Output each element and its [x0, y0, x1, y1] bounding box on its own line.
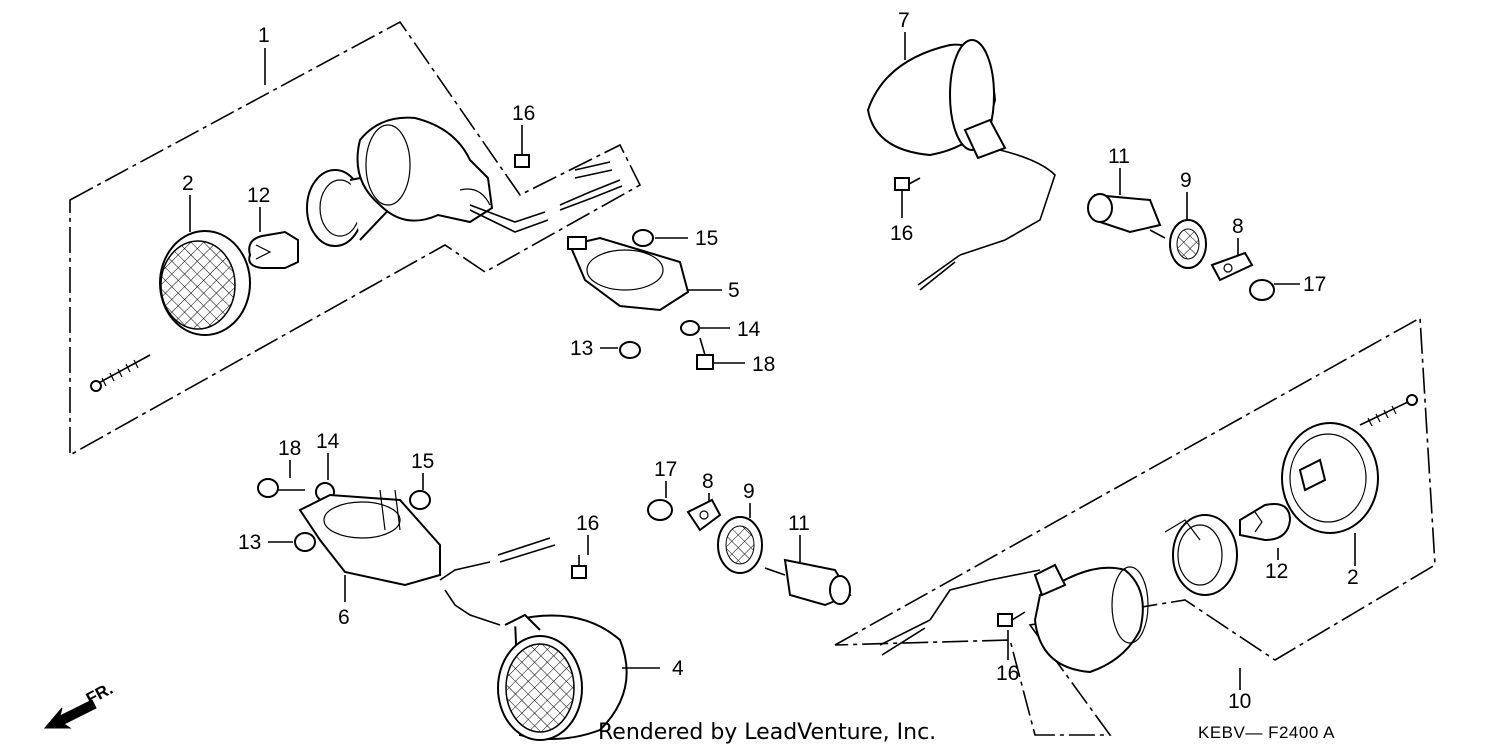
wire-leads-left: [559, 161, 623, 211]
clamp-6[interactable]: [298, 489, 441, 587]
screw-left[interactable]: [90, 354, 151, 392]
housing-left[interactable]: [356, 116, 549, 233]
screw-right[interactable]: [1359, 394, 1418, 427]
credit-text: Rendered by LeadVenture, Inc.: [598, 720, 936, 745]
washer-14-top[interactable]: [680, 320, 700, 336]
bulb-12-left[interactable]: [248, 230, 299, 269]
callout-6: 6: [338, 606, 350, 629]
callout-13: 13: [570, 337, 593, 360]
screw-16-right[interactable]: [894, 177, 921, 191]
callout-9: 9: [1180, 169, 1192, 192]
callout-2: 2: [182, 172, 194, 195]
housing-7[interactable]: [866, 39, 1056, 291]
callout-5: 5: [728, 279, 740, 302]
callout-18: 18: [752, 353, 775, 376]
front-direction-indicator: FR.: [43, 679, 116, 729]
lens-2-right[interactable]: [1281, 422, 1379, 534]
nut-15-mid[interactable]: [409, 490, 431, 510]
gasket-9-top[interactable]: [1169, 219, 1207, 269]
bolt-18-top[interactable]: [696, 337, 714, 370]
clamp-5[interactable]: [567, 236, 690, 312]
callout-1: 1: [258, 24, 270, 47]
callout-13: 13: [238, 531, 261, 554]
callout-12: 12: [247, 184, 270, 207]
callout-17: 17: [654, 458, 677, 481]
callout-11: 11: [1108, 145, 1130, 168]
screw-16-bottom[interactable]: [997, 611, 1026, 627]
callout-12: 12: [1265, 560, 1288, 583]
callout-numbers: 1 2 12 16 15 5 14 13 18 7 16 11 9 8 17 1…: [182, 9, 1359, 713]
callout-8: 8: [1232, 215, 1244, 238]
grommet-13-mid[interactable]: [294, 532, 316, 552]
assembly-1-boundary: [69, 20, 642, 457]
bulb-12-right[interactable]: [1239, 503, 1292, 542]
callout-15: 15: [411, 450, 434, 473]
screw-16-mid[interactable]: [571, 555, 587, 579]
nut-17-mid[interactable]: [647, 499, 673, 521]
socket-left[interactable]: [306, 169, 400, 247]
socket-11-top[interactable]: [1087, 193, 1166, 239]
callout-11: 11: [788, 512, 810, 535]
gasket-9-mid[interactable]: [717, 516, 763, 574]
housing-10[interactable]: [879, 563, 1149, 674]
callout-14: 14: [316, 430, 340, 453]
callout-7: 7: [898, 9, 910, 32]
lens-2-left[interactable]: [159, 230, 251, 336]
callout-16: 16: [512, 102, 535, 125]
plate-8-top[interactable]: [1210, 251, 1254, 282]
callout-16: 16: [996, 662, 1019, 685]
callout-18: 18: [278, 437, 301, 460]
callout-8: 8: [702, 470, 714, 493]
diagram-code: KEBV— F2400 A: [1198, 723, 1335, 742]
callout-4: 4: [672, 657, 684, 680]
callout-14: 14: [737, 318, 761, 341]
callout-16: 16: [890, 222, 913, 245]
leader-lines: [189, 32, 1356, 690]
wire-leads-mid: [439, 537, 556, 626]
nut-17-top[interactable]: [1249, 279, 1275, 301]
callout-15: 15: [695, 227, 718, 250]
grommet-13-top[interactable]: [619, 341, 641, 359]
plate-8-mid[interactable]: [686, 498, 722, 532]
housing-4[interactable]: [497, 613, 628, 741]
callout-9: 9: [743, 480, 755, 503]
callout-2: 2: [1347, 566, 1359, 589]
nut-15-top[interactable]: [632, 229, 654, 247]
bolt-18-mid[interactable]: [257, 478, 305, 498]
callout-10: 10: [1228, 690, 1251, 713]
callout-16: 16: [576, 512, 599, 535]
callout-17: 17: [1303, 273, 1326, 296]
screw-16-top[interactable]: [514, 145, 530, 168]
socket-11-mid[interactable]: [764, 558, 852, 607]
socket-right[interactable]: [1164, 514, 1238, 596]
